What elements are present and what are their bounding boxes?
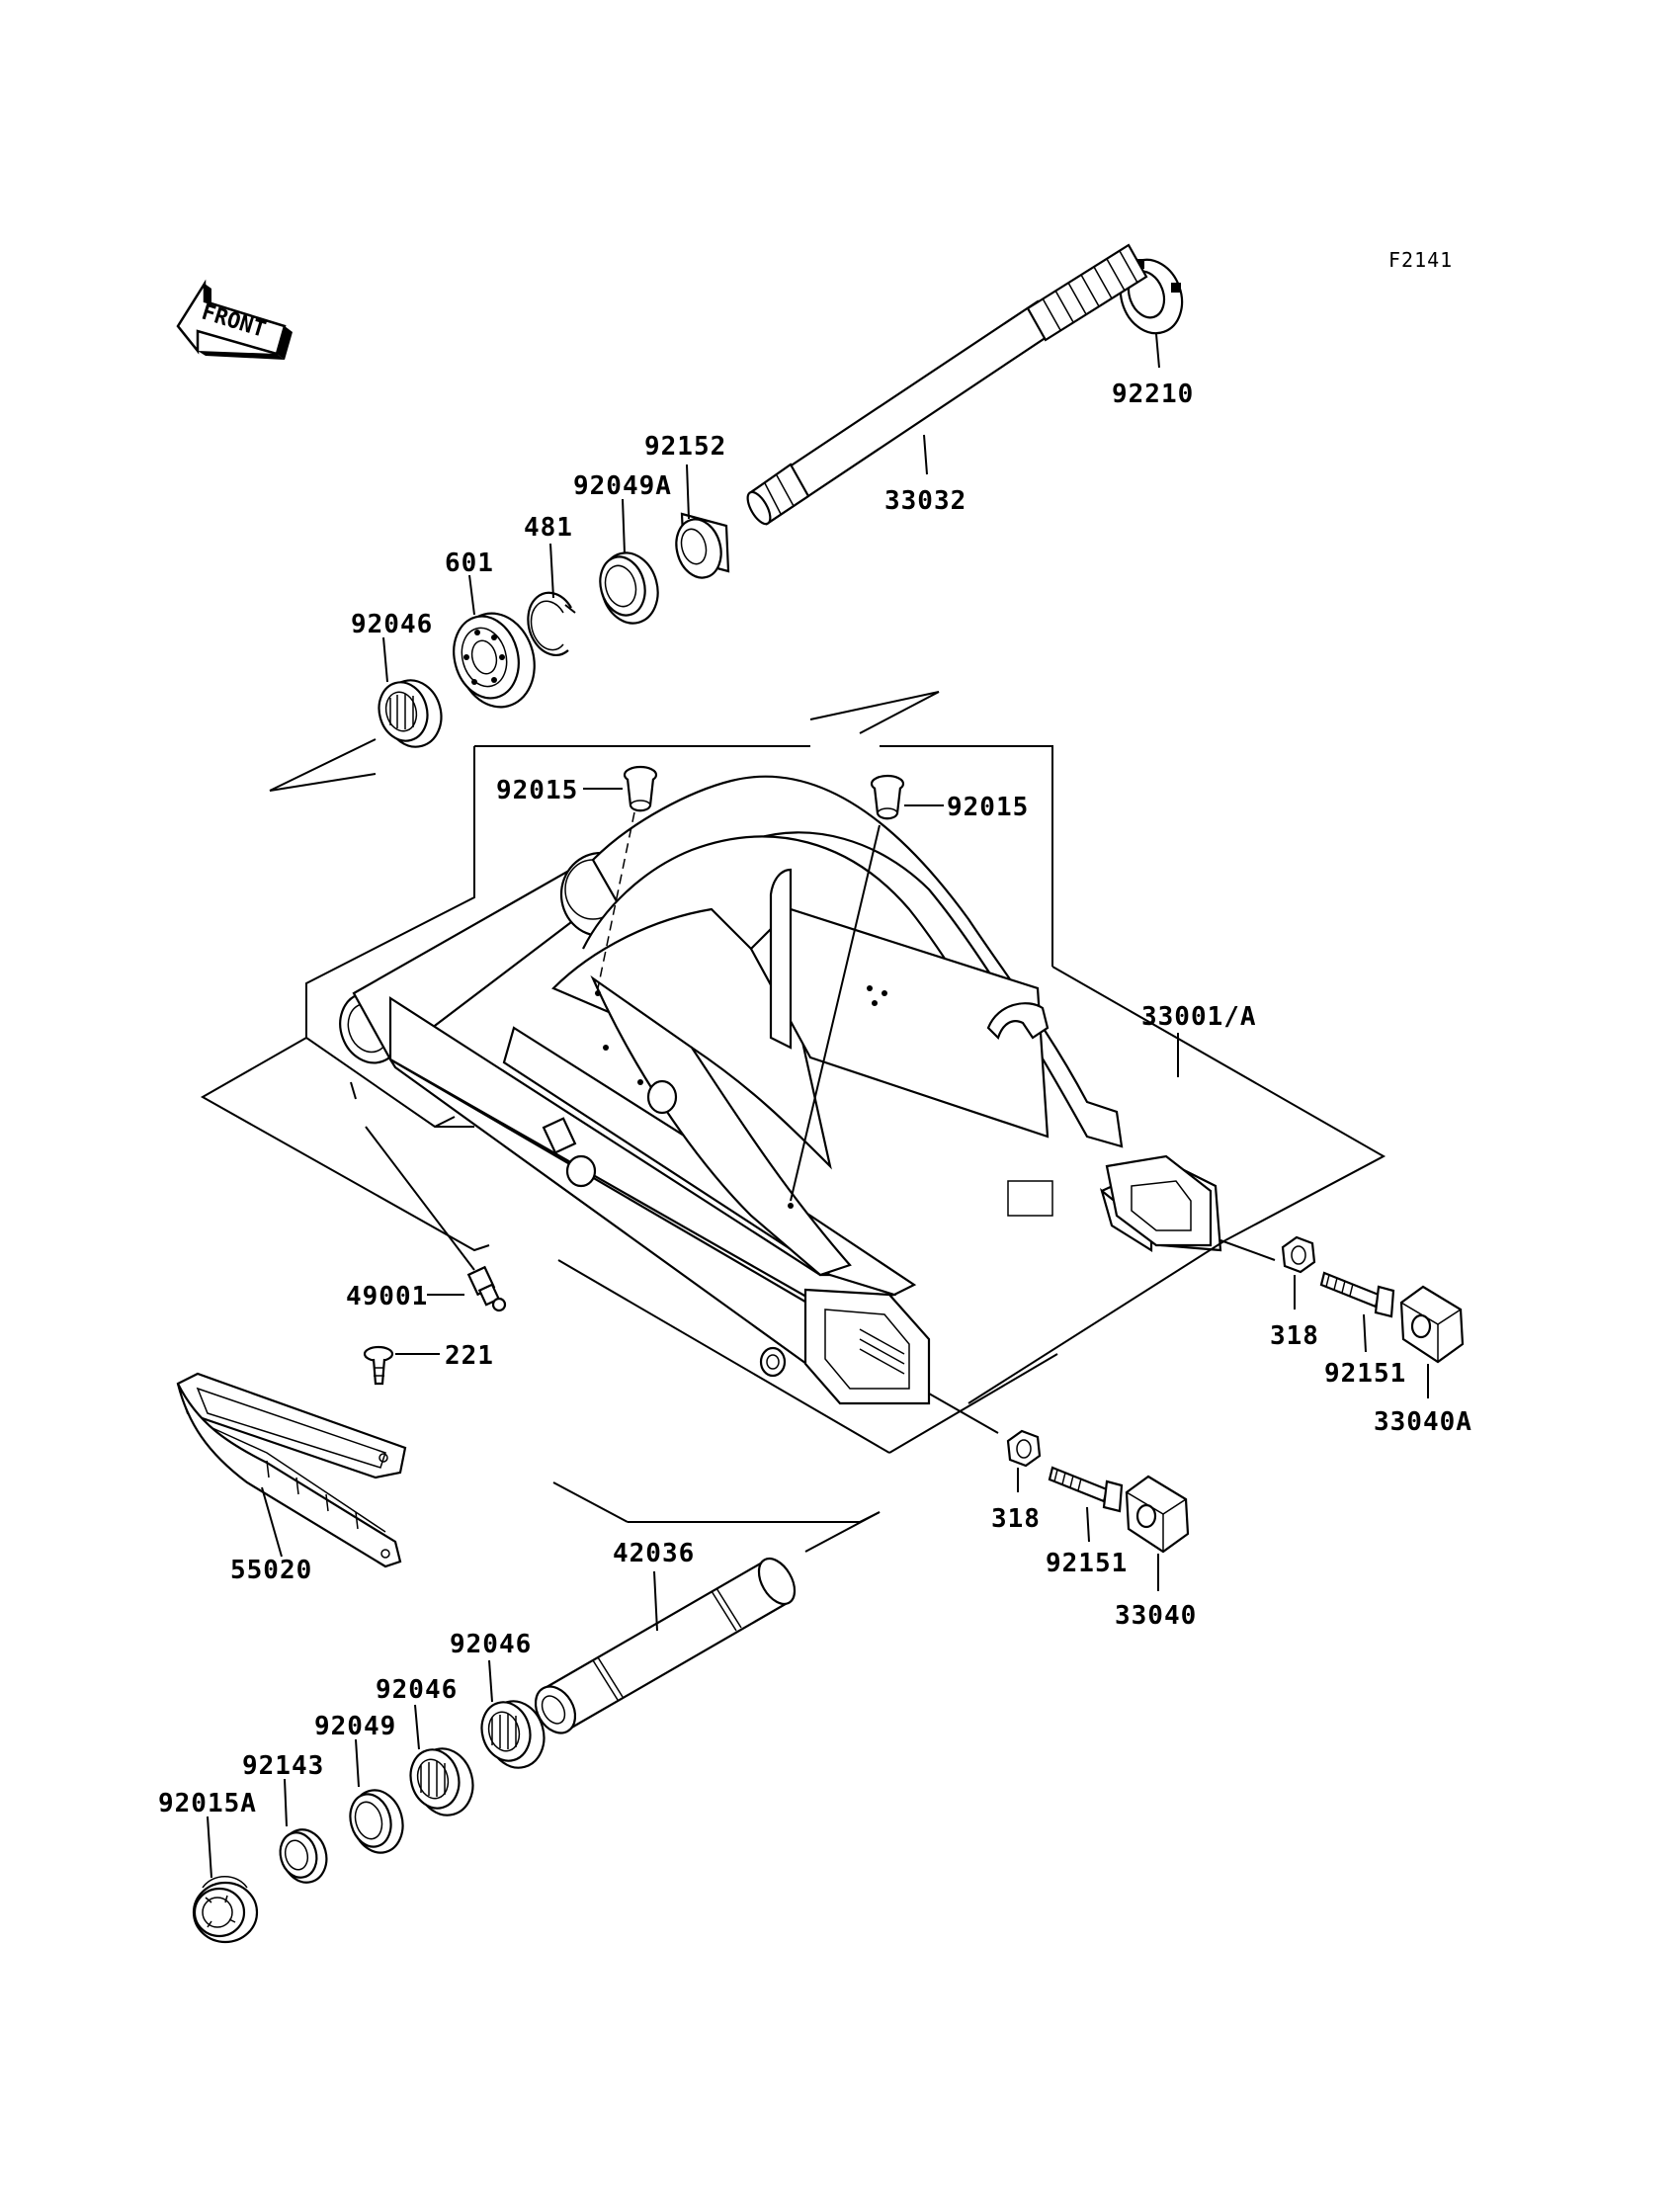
front-arrow-icon: FRONT [176,279,293,360]
part-label-318-right[interactable]: 318 [1270,1321,1319,1351]
bolt-92151-left-icon[interactable] [1048,1466,1124,1513]
part-label-92152[interactable]: 92152 [644,432,726,462]
needle-bearing-92046-upper-icon[interactable] [373,674,449,753]
part-label-33040A[interactable]: 33040A [1374,1407,1472,1437]
part-label-49001[interactable]: 49001 [346,1282,428,1311]
chain-adjuster-block-33040A-icon[interactable] [1399,1285,1465,1364]
diagram-code: F2141 [1388,248,1453,272]
seal-92049A-icon[interactable] [594,547,666,630]
part-label-92151-right[interactable]: 92151 [1324,1359,1406,1389]
part-label-221[interactable]: 221 [445,1341,494,1371]
chain-adjuster-block-33040-icon[interactable] [1125,1475,1190,1554]
grease-nipple-49001-icon[interactable] [466,1265,507,1312]
part-label-92049[interactable]: 92049 [314,1712,396,1741]
cap-92015A-icon[interactable] [192,1876,259,1944]
part-label-92151-left[interactable]: 92151 [1046,1549,1128,1578]
part-label-601[interactable]: 601 [445,549,494,578]
circlip-481-icon[interactable] [527,591,576,656]
part-label-92143[interactable]: 92143 [242,1751,324,1781]
part-label-92046-upper[interactable]: 92046 [351,610,433,639]
part-label-55020[interactable]: 55020 [230,1556,312,1585]
bolt-92151-right-icon[interactable] [1319,1271,1395,1318]
part-label-92015A[interactable]: 92015A [158,1789,257,1818]
grommet-92015-right-icon[interactable] [870,774,905,820]
collar-92143-icon[interactable] [276,1824,333,1888]
part-label-33032[interactable]: 33032 [884,486,966,516]
pivot-shaft-33032-icon[interactable] [743,243,1148,528]
part-label-92049A[interactable]: 92049A [573,471,672,501]
grommet-92015-left-icon[interactable] [623,765,658,812]
part-label-33001A[interactable]: 33001/A [1141,1002,1257,1032]
part-label-92046-lower-right[interactable]: 92046 [450,1630,532,1659]
nut-318-left-icon[interactable] [1006,1429,1042,1468]
swingarm-33001A-icon[interactable] [330,775,1222,1405]
part-label-92015-right[interactable]: 92015 [947,793,1029,822]
part-label-92210[interactable]: 92210 [1112,380,1194,409]
sleeve-42036-icon[interactable] [528,1553,802,1740]
part-label-318-left[interactable]: 318 [991,1504,1041,1534]
seal-92049-icon[interactable] [345,1785,410,1859]
screw-221-icon[interactable] [363,1345,394,1386]
needle-bearing-92046-lower-right-icon[interactable] [475,1695,551,1774]
needle-bearing-92046-lower-left-icon[interactable] [404,1742,480,1821]
ball-bearing-601-icon[interactable] [445,605,545,716]
part-label-33040[interactable]: 33040 [1115,1601,1197,1631]
chain-guard-55020-icon[interactable] [176,1372,407,1568]
part-label-92046-lower-left[interactable]: 92046 [376,1675,458,1705]
part-label-42036[interactable]: 42036 [613,1539,695,1568]
part-label-481[interactable]: 481 [524,513,573,543]
cap-92152-icon[interactable] [670,512,730,583]
nut-318-right-icon[interactable] [1281,1235,1316,1274]
part-label-92015-left[interactable]: 92015 [496,776,578,805]
